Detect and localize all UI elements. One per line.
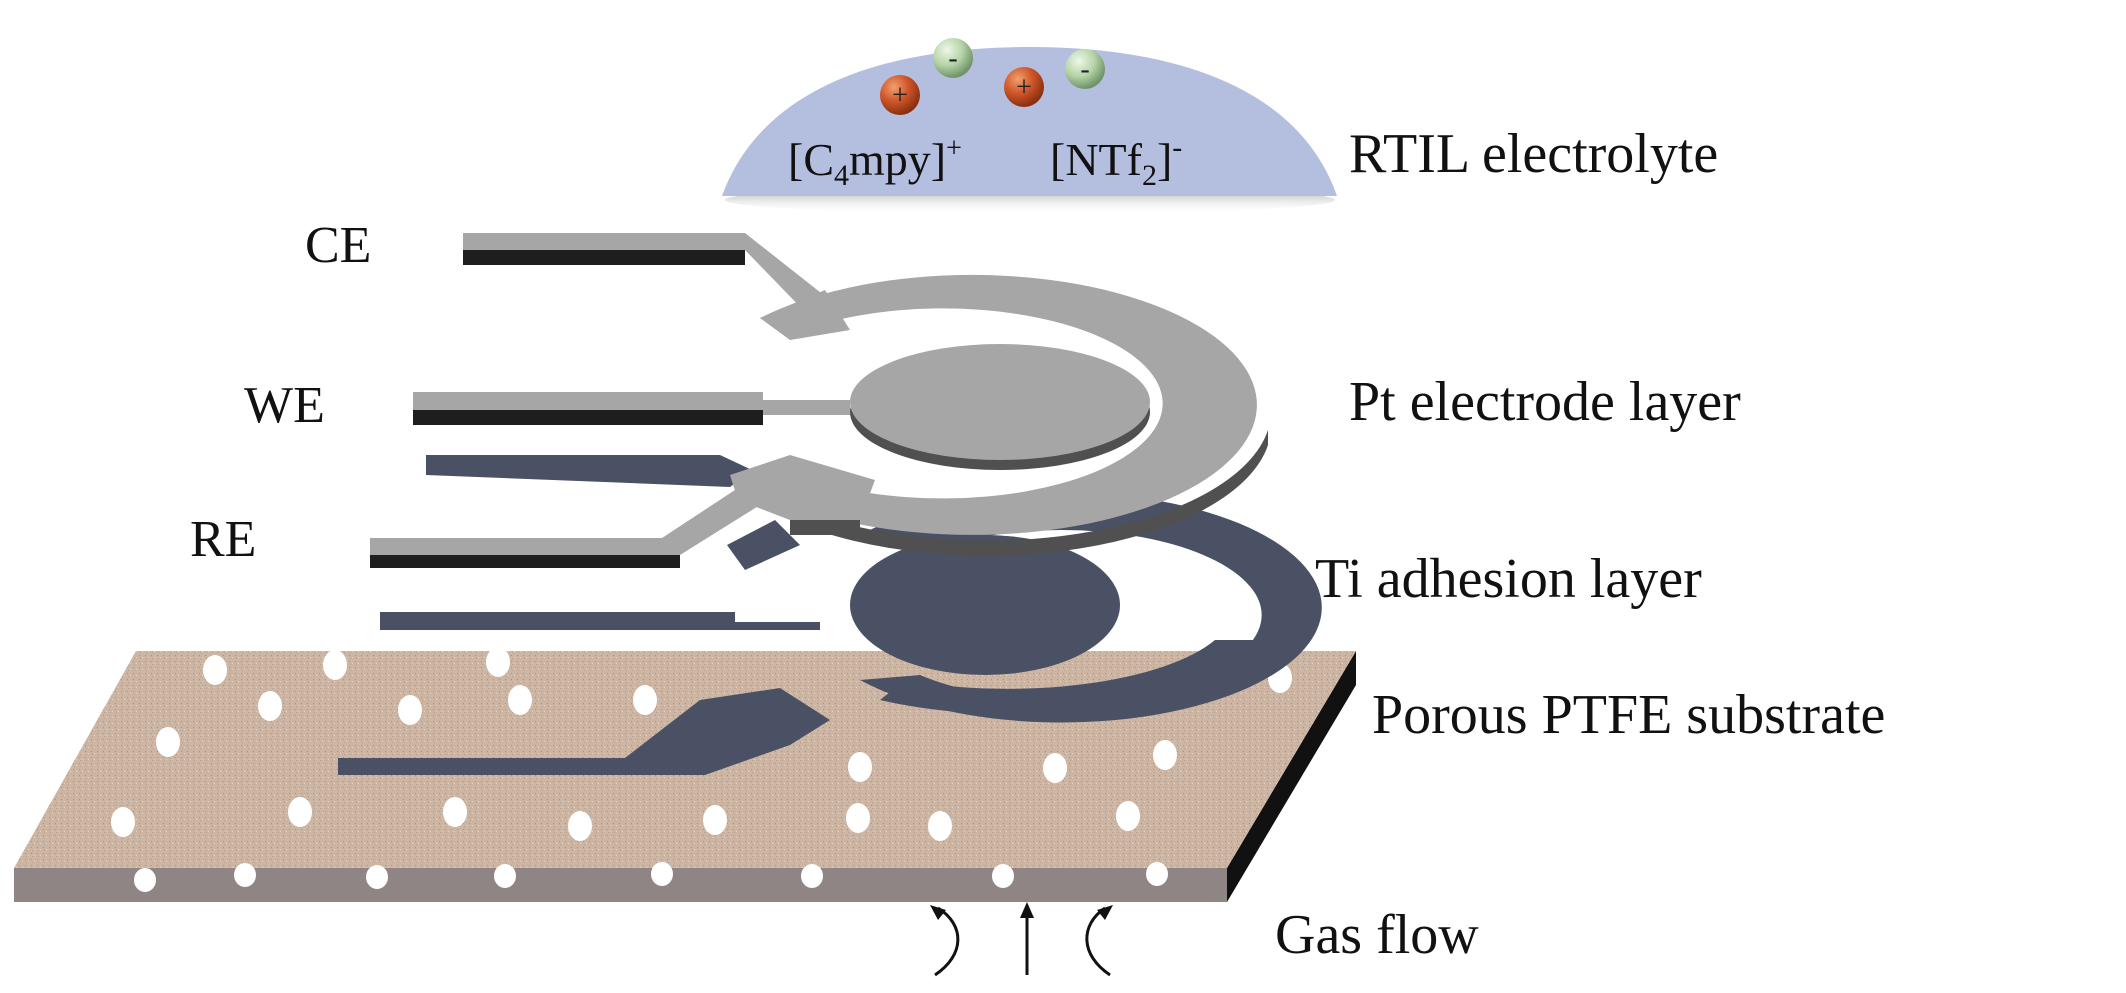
electrolyte-droplet: + - + - [C4mpy]+ [NTf2]- xyxy=(722,38,1337,214)
rtil-electrolyte-label: RTIL electrolyte xyxy=(1349,123,1718,185)
ce-label: CE xyxy=(305,217,371,274)
substrate-side xyxy=(1227,651,1356,902)
ion-sign: + xyxy=(892,80,908,111)
gas-flow-label: Gas flow xyxy=(1275,904,1479,966)
anion-formula: [NTf2]- xyxy=(1050,131,1182,192)
ion-sign: - xyxy=(948,43,957,74)
ti-adhesion-layer xyxy=(380,455,1322,723)
re-label: RE xyxy=(190,511,256,568)
cation-icon xyxy=(880,75,920,115)
anion-icon xyxy=(1065,49,1105,89)
ion-sign: - xyxy=(1080,54,1089,85)
gas-flow-arrows xyxy=(930,902,1113,977)
arrow-curved-right-icon xyxy=(1085,906,1111,977)
substrate-front xyxy=(14,868,1227,902)
pt-electrode-layer-label: Pt electrode layer xyxy=(1349,371,1741,433)
ti-adhesion-layer-label: Ti adhesion layer xyxy=(1315,548,1702,610)
arrow-curved-left-icon xyxy=(934,906,960,977)
ptfe-substrate-label: Porous PTFE substrate xyxy=(1372,684,1885,746)
cation-formula: [C4mpy]+ xyxy=(788,133,962,192)
we-label: WE xyxy=(244,377,325,434)
droplet-body xyxy=(722,47,1337,196)
pt-electrode-layer xyxy=(370,233,1268,568)
pores xyxy=(111,647,1292,892)
cation-icon xyxy=(1004,67,1044,107)
ion-sign: + xyxy=(1016,72,1032,103)
anion-icon xyxy=(933,38,973,78)
